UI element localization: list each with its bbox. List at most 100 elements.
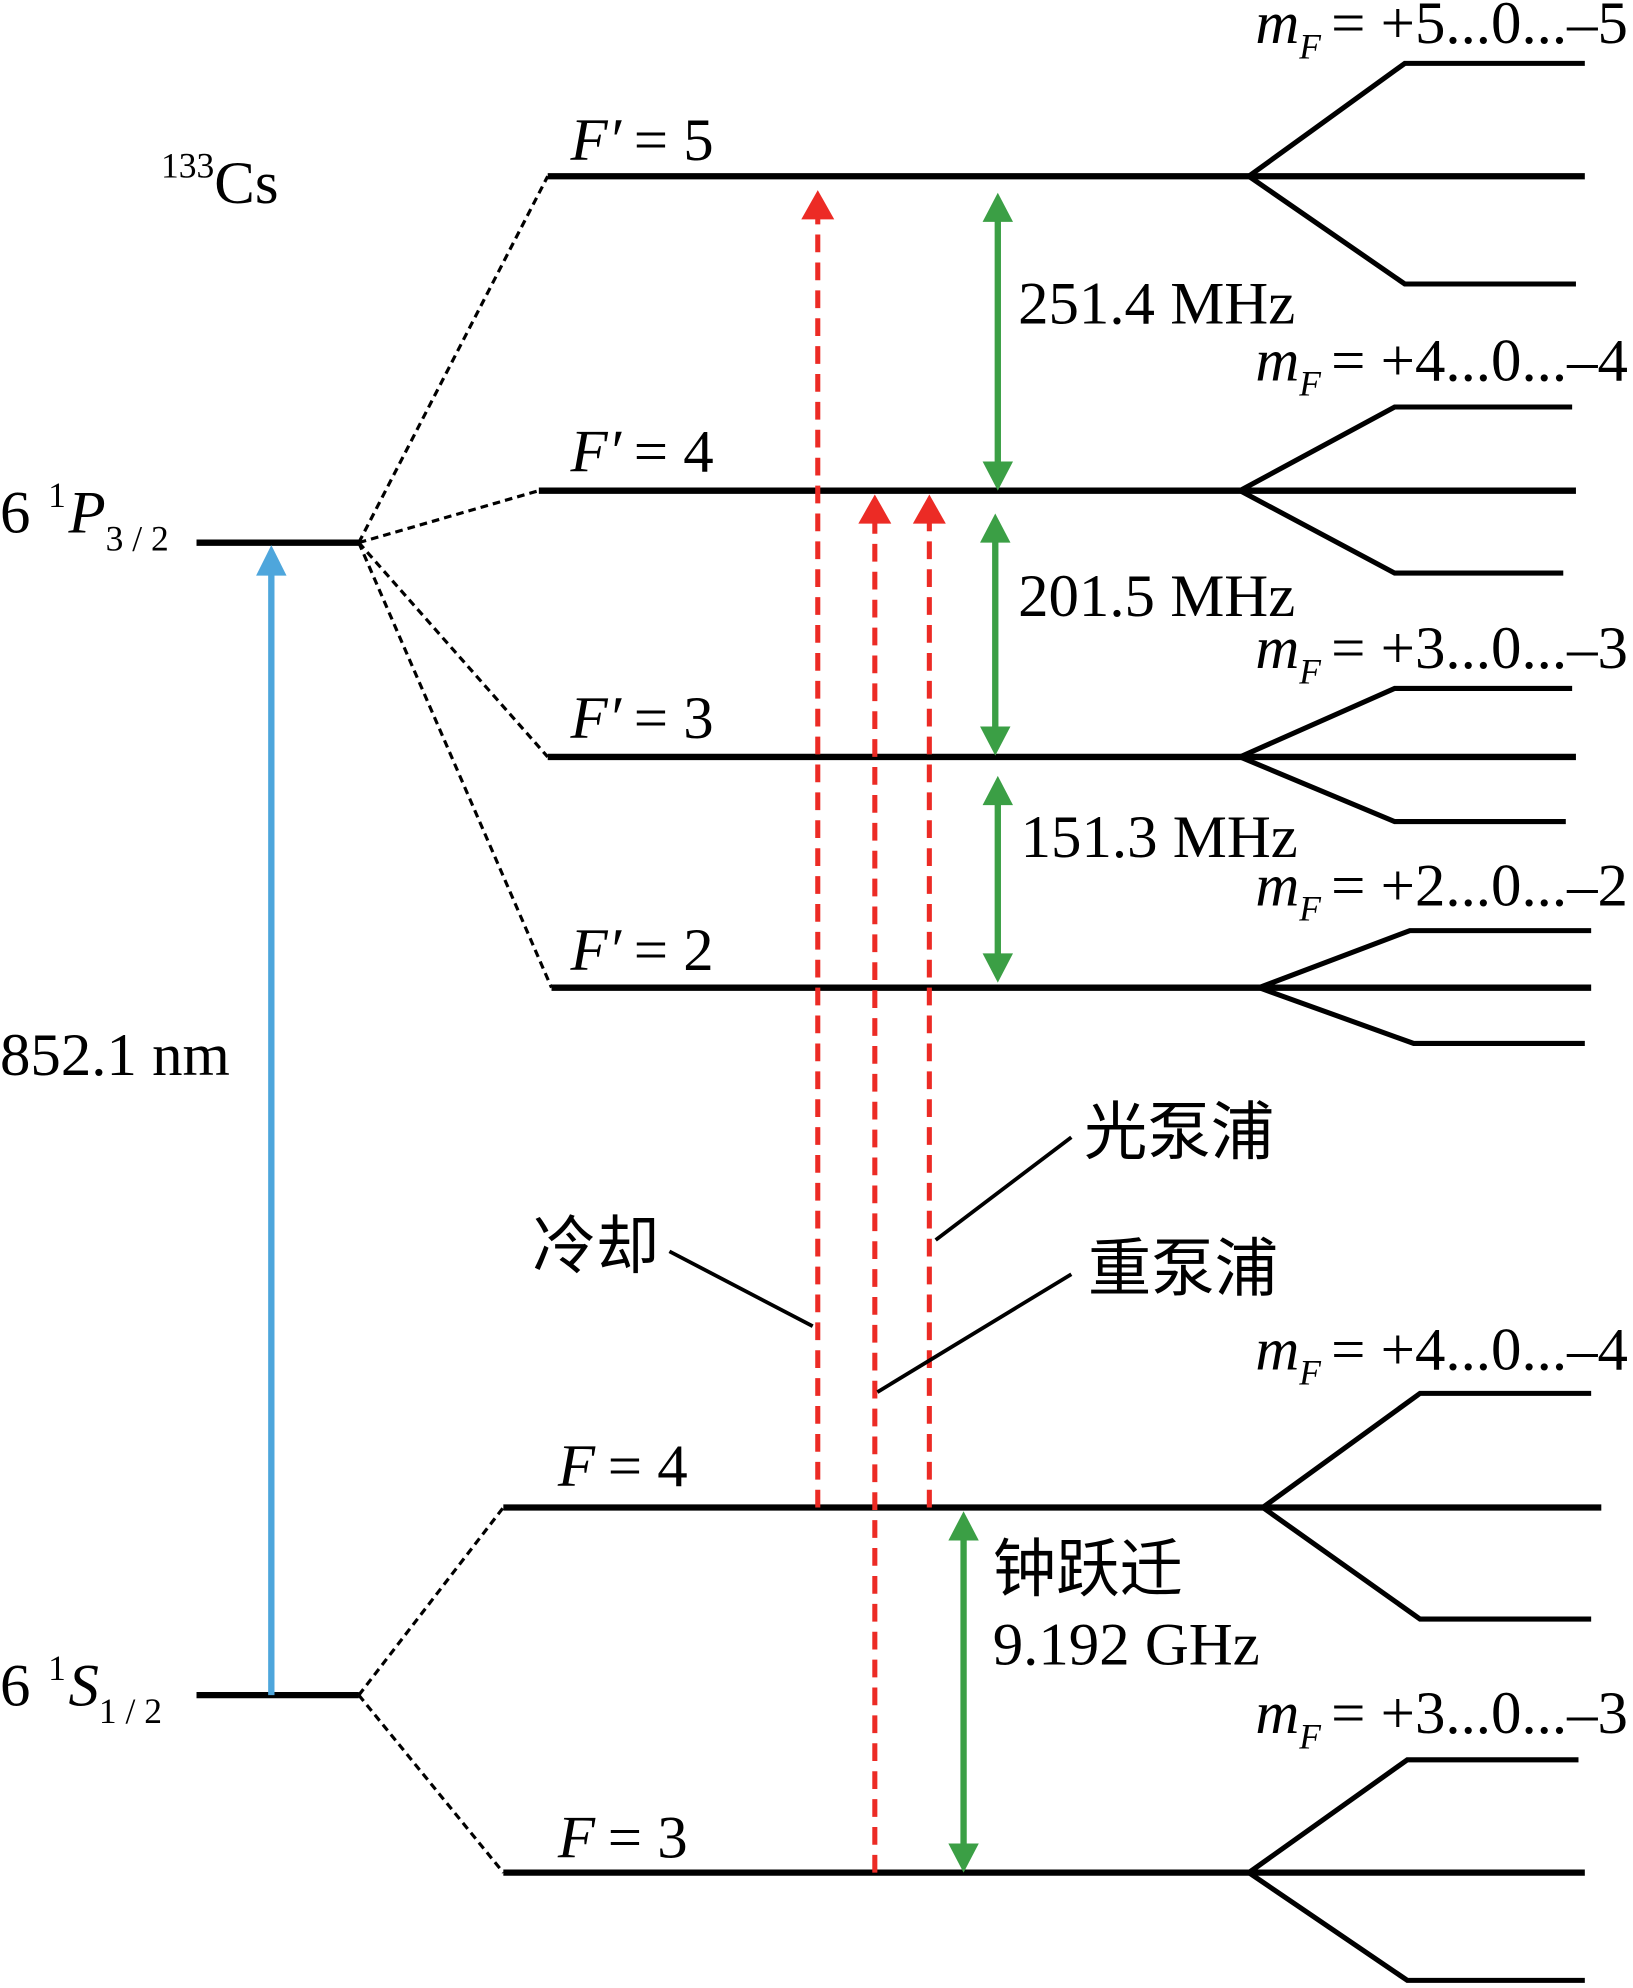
mf-subscript: F <box>1298 26 1321 66</box>
ground-j: 1 / 2 <box>99 1691 162 1731</box>
mf-subscript: F <box>1298 651 1321 691</box>
optical-pumping-label: 光泵浦 <box>1084 1098 1274 1168</box>
hyperfine-value: = 4 <box>634 419 714 486</box>
cooling-arrowhead <box>801 190 835 220</box>
hyperfine-value: = 5 <box>634 107 714 174</box>
clock-arrowhead-down <box>948 1843 979 1873</box>
isotope-mass-number: 133 <box>161 146 214 186</box>
d2-transition-arrowhead <box>256 545 287 576</box>
hyperfine-symbol: F′ <box>570 107 623 174</box>
hyperfine-label: F′= 2 <box>570 917 714 984</box>
mf-range-label: mF= +3...0...–3 <box>1255 1680 1628 1756</box>
mf-range-label: mF= +4...0...–4 <box>1255 327 1628 403</box>
clock-transition-label: 钟跃迁 <box>993 1535 1183 1605</box>
splitting-arrow-f4-f3 <box>980 513 1011 756</box>
mf-symbol: m <box>1255 852 1299 919</box>
mf-subscript: F <box>1298 888 1321 928</box>
mf-range-label: mF= +4...0...–4 <box>1255 1316 1628 1392</box>
hyperfine-label: F′= 5 <box>570 107 714 174</box>
hyperfine-label: F= 3 <box>557 1804 688 1871</box>
cooling-label: 冷却 <box>532 1212 659 1282</box>
zeeman-lower-branch <box>1247 174 1576 287</box>
mf-range: = +2...0...–2 <box>1331 852 1628 919</box>
connector-excited-f2 <box>357 542 553 989</box>
hyperfine-level-ground-f3: F= 3 mF= +3...0...–3 <box>503 1680 1628 1983</box>
hyperfine-label: F′= 3 <box>570 685 714 752</box>
mf-subscript: F <box>1298 1352 1321 1392</box>
hyperfine-symbol: F <box>557 1433 596 1500</box>
optical-pumping-arrowhead <box>912 494 946 524</box>
cooling-laser-arrow <box>801 190 835 1508</box>
zeeman-lower-branch <box>1238 488 1564 576</box>
d2-wavelength-label: 852.1 nm <box>0 1022 230 1089</box>
hyperfine-label: F′= 4 <box>570 419 714 486</box>
hyperfine-level-excited-f2: F′= 2 mF= +2...0...–2 <box>551 852 1628 1046</box>
excited-term: P <box>67 480 105 547</box>
optical-pumping-leader-line <box>934 1135 1073 1242</box>
excited-n: 6 <box>0 480 30 547</box>
splitting-arrowhead-down <box>982 461 1014 491</box>
mf-range: = +4...0...–4 <box>1331 327 1628 394</box>
mf-subscript: F <box>1298 1716 1321 1756</box>
isotope-symbol: Cs <box>214 150 278 217</box>
repumping-arrowhead <box>858 494 892 524</box>
hyperfine-symbol: F′ <box>570 685 623 752</box>
hyperfine-level-excited-f4: F′= 4 mF= +4...0...–4 <box>538 327 1628 576</box>
splitting-arrowhead-up <box>980 513 1011 543</box>
mf-range: = +4...0...–4 <box>1331 1316 1628 1383</box>
splitting-label-f4-f3: 201.5 MHz <box>1018 563 1295 630</box>
hyperfine-symbol: F <box>557 1804 596 1871</box>
mf-symbol: m <box>1255 1316 1299 1383</box>
zeeman-upper-branch <box>1238 404 1573 493</box>
clock-transition-arrow <box>948 1511 979 1873</box>
hyperfine-value: = 3 <box>608 1804 688 1871</box>
splitting-arrowhead-down <box>982 953 1014 983</box>
splitting-arrow-f3-f2 <box>982 775 1014 983</box>
isotope-label: 133Cs <box>161 146 279 217</box>
mf-symbol: m <box>1255 1680 1299 1747</box>
clock-arrowhead-up <box>948 1511 979 1541</box>
mf-symbol: m <box>1255 327 1299 394</box>
mf-range: = +5...0...–5 <box>1331 0 1628 57</box>
zeeman-lower-branch <box>1261 1505 1592 1622</box>
hyperfine-value: = 3 <box>634 685 714 752</box>
hyperfine-level-ground-f4: F= 4 mF= +4...0...–4 <box>503 1316 1628 1622</box>
splitting-arrow-f5-f4 <box>982 192 1014 491</box>
zeeman-upper-branch <box>1247 60 1585 179</box>
zeeman-lower-branch <box>1238 754 1566 825</box>
hyperfine-value: = 4 <box>608 1433 688 1500</box>
repumping-label: 重泵浦 <box>1088 1235 1278 1305</box>
repumping-leader-line <box>876 1272 1073 1394</box>
connector-ground-f3 <box>357 1694 505 1874</box>
ground-term: S <box>68 1652 98 1719</box>
connector-excited-f5 <box>357 175 550 544</box>
splitting-arrowhead-up <box>982 775 1014 806</box>
zeeman-lower-branch <box>1258 985 1585 1046</box>
hyperfine-label: F= 4 <box>557 1433 688 1500</box>
mf-range: = +3...0...–3 <box>1331 1680 1628 1747</box>
excited-j: 3 / 2 <box>106 518 169 558</box>
clock-transition-frequency: 9.192 GHz <box>993 1612 1260 1679</box>
splitting-arrowhead-up <box>982 192 1014 222</box>
mf-subscript: F <box>1298 364 1321 404</box>
hyperfine-value: = 2 <box>634 917 714 984</box>
excited-multiplicity: 1 <box>48 475 66 515</box>
splitting-label-f5-f4: 251.4 MHz <box>1018 270 1295 337</box>
repumping-laser-arrow <box>858 494 892 1873</box>
connector-ground-f4 <box>357 1506 505 1697</box>
ground-multiplicity: 1 <box>48 1648 66 1688</box>
mf-range-label: mF= +2...0...–2 <box>1255 852 1628 928</box>
zeeman-upper-branch <box>1238 685 1573 760</box>
connector-excited-f3 <box>357 541 549 758</box>
connector-excited-f4 <box>358 489 540 545</box>
ground-n: 6 <box>0 1652 30 1719</box>
hyperfine-level-excited-f5: F′= 5 mF= +5...0...–5 <box>547 0 1628 287</box>
mf-range-label: mF= +3...0...–3 <box>1255 615 1628 691</box>
zeeman-upper-branch <box>1261 1390 1592 1510</box>
mf-range: = +3...0...–3 <box>1331 615 1628 682</box>
splitting-label-f3-f2: 151.3 MHz <box>1021 804 1298 871</box>
cooling-leader-line <box>668 1249 814 1328</box>
